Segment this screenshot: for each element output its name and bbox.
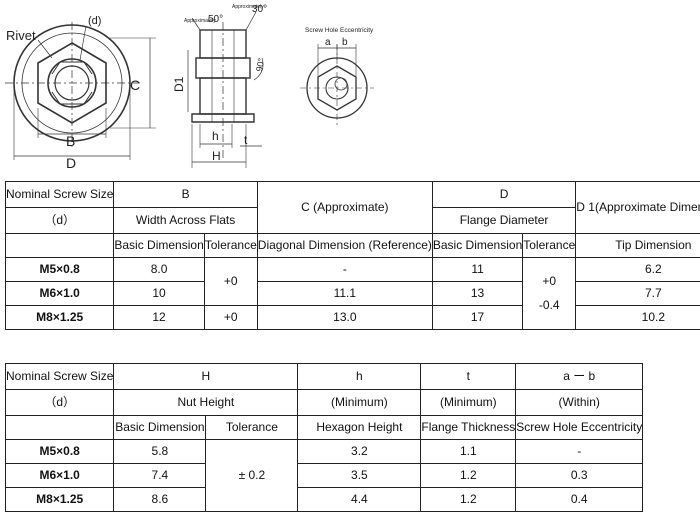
- angle-90-label: 90°: [254, 57, 266, 73]
- C-value-m5: -: [256, 257, 433, 282]
- H-value-m6: 7.4: [113, 463, 207, 488]
- D-value-m5: 11: [431, 257, 524, 282]
- D-sub-header: Flange Diameter: [431, 207, 577, 234]
- ab-value-m6: 0.3: [515, 463, 644, 488]
- h-value-m5: 3.2: [297, 439, 422, 464]
- t-label: t: [244, 133, 248, 147]
- C-value-m6: 11.1: [256, 281, 433, 306]
- D1-value-m8: 10.2: [575, 305, 700, 330]
- C-value-m8: 13.0: [256, 305, 433, 330]
- side-view-drawing: [187, 11, 264, 168]
- C-header-note: (Approximate): [313, 199, 389, 214]
- D1-header-note: (Approximate Dimension): [594, 199, 700, 214]
- blank-cell-2: [4, 415, 115, 440]
- D-tolerance-header: Tolerance: [522, 233, 577, 258]
- B-tolerance-cell-1: +0: [203, 257, 258, 306]
- d-header-2: （d）: [4, 389, 115, 416]
- B-sub-header: Width Across Flats: [113, 207, 258, 234]
- b-label: b: [342, 37, 348, 48]
- D-tolerance-cell: +0 -0.4: [522, 257, 577, 330]
- H-tolerance-cell: ± 0.2: [205, 439, 299, 512]
- D1-header: D 1(Approximate Dimension): [575, 181, 700, 234]
- B-value-m5: 8.0: [113, 257, 205, 282]
- size-cell-m6: M6×1.0: [4, 281, 115, 306]
- t-value-m8: 1.2: [420, 487, 517, 512]
- H-value-m5: 5.8: [113, 439, 207, 464]
- rivet-label: Rivet: [6, 28, 36, 43]
- nominal-size-header: Nominal Screw Size: [4, 181, 115, 208]
- approx-label-2: Approximately: [232, 4, 264, 10]
- d-header: （d）: [4, 207, 115, 234]
- B-label: B: [66, 133, 75, 149]
- dimension-table-2: Nominal Screw Size H h t a ー b （d） Nut H…: [4, 363, 644, 512]
- H-value-m8: 8.6: [113, 487, 207, 512]
- nominal-size-header-2: Nominal Screw Size: [4, 363, 115, 390]
- eccentricity-title: Screw Hole Eccentricity: [305, 27, 374, 34]
- h-value-m8: 4.4: [297, 487, 422, 512]
- D1-tip-header: Tip Dimension: [575, 233, 700, 258]
- ab-sub-header: (Within): [515, 389, 644, 416]
- C-label: C: [130, 77, 140, 93]
- t-value-m5: 1.1: [420, 439, 517, 464]
- D1-label: D1: [172, 76, 186, 92]
- h-hexagon-header: Hexagon Height: [297, 415, 422, 440]
- C-header-letter: C: [301, 199, 310, 214]
- H-label: H: [212, 149, 221, 163]
- B-header: B: [113, 181, 258, 208]
- angle-30-label: 30°: [252, 4, 267, 15]
- size-cell-m5: M5×0.8: [4, 257, 115, 282]
- H-sub-header: Nut Height: [113, 389, 299, 416]
- B-tolerance-cell-2: +0: [203, 305, 258, 330]
- H-header: H: [113, 363, 299, 390]
- technical-drawings: Rivet (d) B D C D1 h H t Approximately 5…: [5, 4, 374, 171]
- t-header: t: [420, 363, 517, 390]
- B-value-m8: 12: [113, 305, 205, 330]
- D1-value-m5: 6.2: [575, 257, 700, 282]
- B-tolerance-header: Tolerance: [203, 233, 258, 258]
- h-sub-header: (Minimum): [297, 389, 422, 416]
- D-value-m6: 13: [431, 281, 524, 306]
- d-label: (d): [88, 15, 101, 27]
- D-basic-header: Basic Dimension: [431, 233, 524, 258]
- D-label: D: [66, 155, 76, 171]
- size-cell-m8-t2: M8×1.25: [4, 487, 115, 512]
- D-tolerance-lower: -0.4: [538, 297, 560, 312]
- H-tolerance-header: Tolerance: [205, 415, 299, 440]
- dimension-table-1: Nominal Screw Size B C (Approximate) D D…: [4, 181, 700, 330]
- size-cell-m5-t2: M5×0.8: [4, 439, 115, 464]
- D1-header-letter: D 1: [576, 199, 595, 214]
- size-cell-m6-t2: M6×1.0: [4, 463, 115, 488]
- D-header: D: [431, 181, 577, 208]
- a-label: a: [325, 37, 331, 48]
- size-cell-m8: M8×1.25: [4, 305, 115, 330]
- t-value-m6: 1.2: [420, 463, 517, 488]
- D1-value-m6: 7.7: [575, 281, 700, 306]
- H-basic-header: Basic Dimension: [113, 415, 207, 440]
- t-sub-header: (Minimum): [420, 389, 517, 416]
- D-tolerance-upper: +0: [542, 274, 557, 289]
- blank-cell: [4, 233, 115, 258]
- ab-value-m8: 0.4: [515, 487, 644, 512]
- ab-header: a ー b: [515, 363, 644, 390]
- h-value-m6: 3.5: [297, 463, 422, 488]
- approx-label-1: Approximately: [184, 18, 216, 24]
- C-header: C (Approximate): [256, 181, 433, 234]
- ab-value-m5: -: [515, 439, 644, 464]
- h-label: h: [212, 129, 219, 143]
- t-flange-header: Flange Thickness: [420, 415, 517, 440]
- h-header: h: [297, 363, 422, 390]
- C-diagonal-header: Diagonal Dimension (Reference): [256, 233, 433, 258]
- eccentricity-view-drawing: [300, 44, 374, 128]
- front-view-drawing: [5, 22, 156, 160]
- B-basic-header: Basic Dimension: [113, 233, 205, 258]
- D-value-m8: 17: [431, 305, 524, 330]
- ab-eccentricity-header: Screw Hole Eccentricity: [515, 415, 644, 440]
- B-value-m6: 10: [113, 281, 205, 306]
- angle-50-label: 50°: [208, 14, 223, 25]
